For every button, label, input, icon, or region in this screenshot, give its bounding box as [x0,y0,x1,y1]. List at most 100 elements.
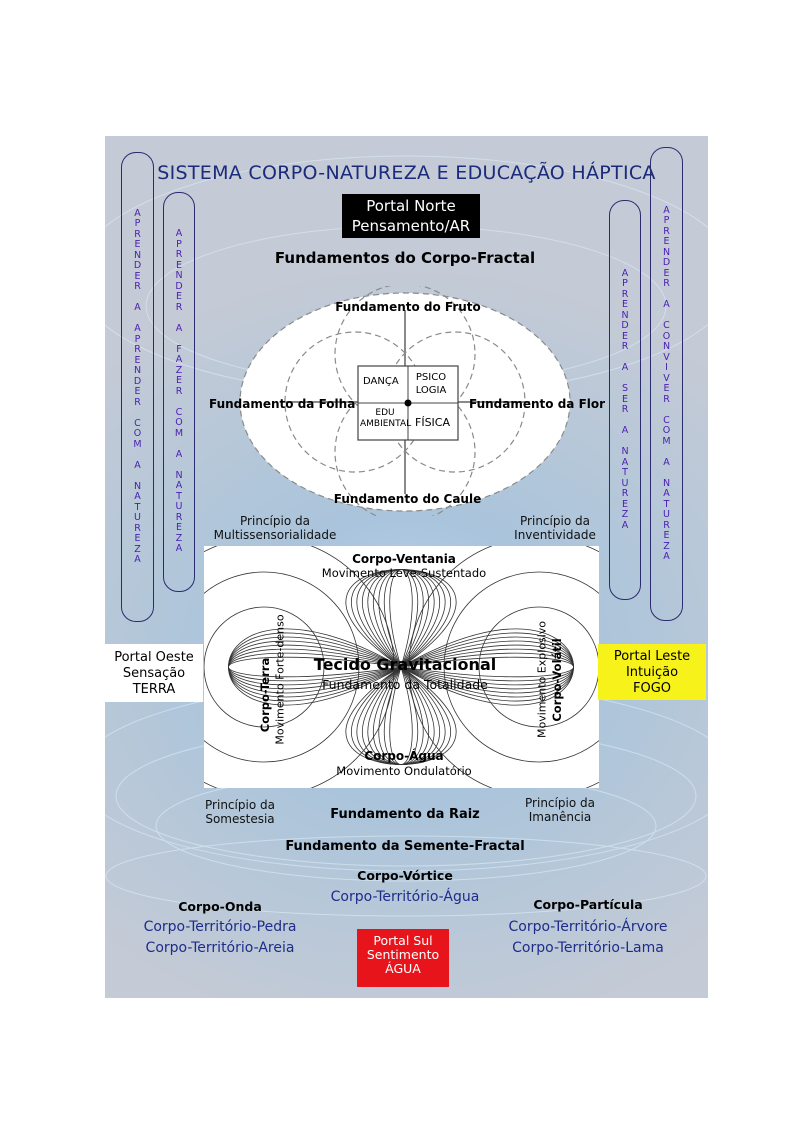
pill-letter: Z [134,543,141,555]
pill-letter: N [175,469,183,481]
pill-letter: F [176,343,182,355]
portal-sul-1: Portal Sul [373,933,433,948]
portal-leste-2: Intuição [625,665,679,680]
pill-letter: V [663,351,670,363]
pill-letter: A [175,480,183,492]
pill-letter: D [133,260,142,271]
portal-norte: Portal Norte Pensamento/AR [342,194,480,238]
pill-letter: E [175,291,182,303]
portal-leste-3: FOGO [632,681,672,696]
gravitational-fabric [204,546,599,788]
fundamento-caule: Fundamento do Caule [333,492,482,506]
pill-letter: Z [663,540,670,552]
corpo-volatil-wrap: Corpo-Volátil [548,606,566,756]
territorio-pedra: Corpo-Território-Pedra [143,919,297,935]
pill-letter: R [134,522,141,534]
pill-letter: R [175,511,183,523]
portal-sul-3: ÁGUA [385,961,421,976]
corpo-ventania: Corpo-Ventania [352,552,456,566]
pill-letter: V [663,372,670,384]
principio-br-2: Imanência [528,810,592,824]
pill-letter: A [621,425,629,437]
pill-letter: A [134,302,141,313]
pill-letter: O [662,330,671,342]
pill-letter: O [662,425,671,436]
fabric-line [204,606,325,728]
territorio-arvore: Corpo-Território-Árvore [508,919,668,935]
poster: SISTEMA CORPO-NATUREZA E EDUCAÇÃO HÁPTIC… [105,136,708,998]
fabric-line [204,546,395,788]
fabric-line [345,666,457,765]
pill-letter: N [621,309,629,321]
fundamento-folha: Fundamento da Folha [209,397,356,411]
portal-oeste-1: Portal Oeste [114,650,194,665]
pill-letter [665,405,668,416]
pill-letter: U [621,477,629,489]
cell-edu: EDU [375,408,395,418]
pill-letter: E [621,299,628,311]
pill-letter: R [663,519,670,531]
pill-letter: P [134,333,141,345]
pill-letter: M [133,438,142,450]
pill-letter: S [621,383,629,395]
pill-letter: C [663,414,670,426]
pill-letter: E [134,239,141,250]
cell-psicologia-2: LOGIA [415,385,447,396]
pill-letter: M [662,435,671,447]
pill-letter: A [175,228,183,240]
flower-diagram [239,286,571,516]
onda-territorios: Corpo-Território-Pedra Corpo-Território-… [120,917,320,959]
principio-bl-2: Somestesia [205,812,275,826]
pill-letter: P [176,238,182,250]
pill-letter [136,450,139,461]
pill-letter: A [175,354,183,366]
cell-fisica: FÍSICA [415,416,451,429]
pill-letter: Z [621,509,629,521]
pill-letter: T [134,501,141,513]
pill-letter: R [134,281,141,292]
pill-letter: U [663,509,670,520]
pill-letter: Z [175,364,183,376]
pill-letter: T [176,490,182,502]
pill-letter: E [621,498,628,510]
principio-tl-1: Princípio da [240,514,310,528]
pill-letter: N [621,446,629,458]
portal-norte-line2: Pensamento/AR [351,217,471,235]
portal-norte-line1: Portal Norte [366,197,456,215]
pill-letter: D [662,257,671,268]
pill-letter: N [175,270,183,282]
pill-letter: E [134,354,141,366]
pill-letter: A [175,448,183,460]
pill-letter: A [621,362,629,374]
pill-letter: D [133,375,142,387]
pill-letter: I [665,362,668,373]
pill-letter: E [134,270,141,282]
fabric-line [400,628,574,706]
pill-letter [665,468,668,479]
pill-letter: A [663,551,670,562]
pill-letter [665,447,668,458]
pill-letter: D [621,320,629,332]
pill-letter: A [175,543,183,555]
pill-letter: U [175,501,183,513]
pill-letter: T [663,498,670,510]
page-title: SISTEMA CORPO-NATUREZA E EDUCAÇÃO HÁPTIC… [157,162,656,184]
cell-psicologia: PSICO LOGIA [411,371,451,397]
cell-ambiental: AMBIENTAL [360,419,412,429]
principio-bl-1: Princípio da [205,798,275,812]
fundamento-flor: Fundamento da Flor [469,397,606,411]
pill-letter: A [134,459,141,471]
movimento-leve: Movimento Leve-Sustentado [321,566,487,580]
territorio-lama: Corpo-Território-Lama [512,940,664,956]
pill-letter: R [134,344,141,355]
pill-letter: P [622,278,628,290]
corpo-volatil: Corpo-Volátil [550,638,564,722]
cell-psicologia-1: PSICO [415,372,447,383]
pill-letter: R [621,488,629,500]
pill-letter: E [663,383,670,394]
pill-letter: R [621,404,629,416]
corpo-vortice-title: Corpo-Vórtice [357,868,453,883]
